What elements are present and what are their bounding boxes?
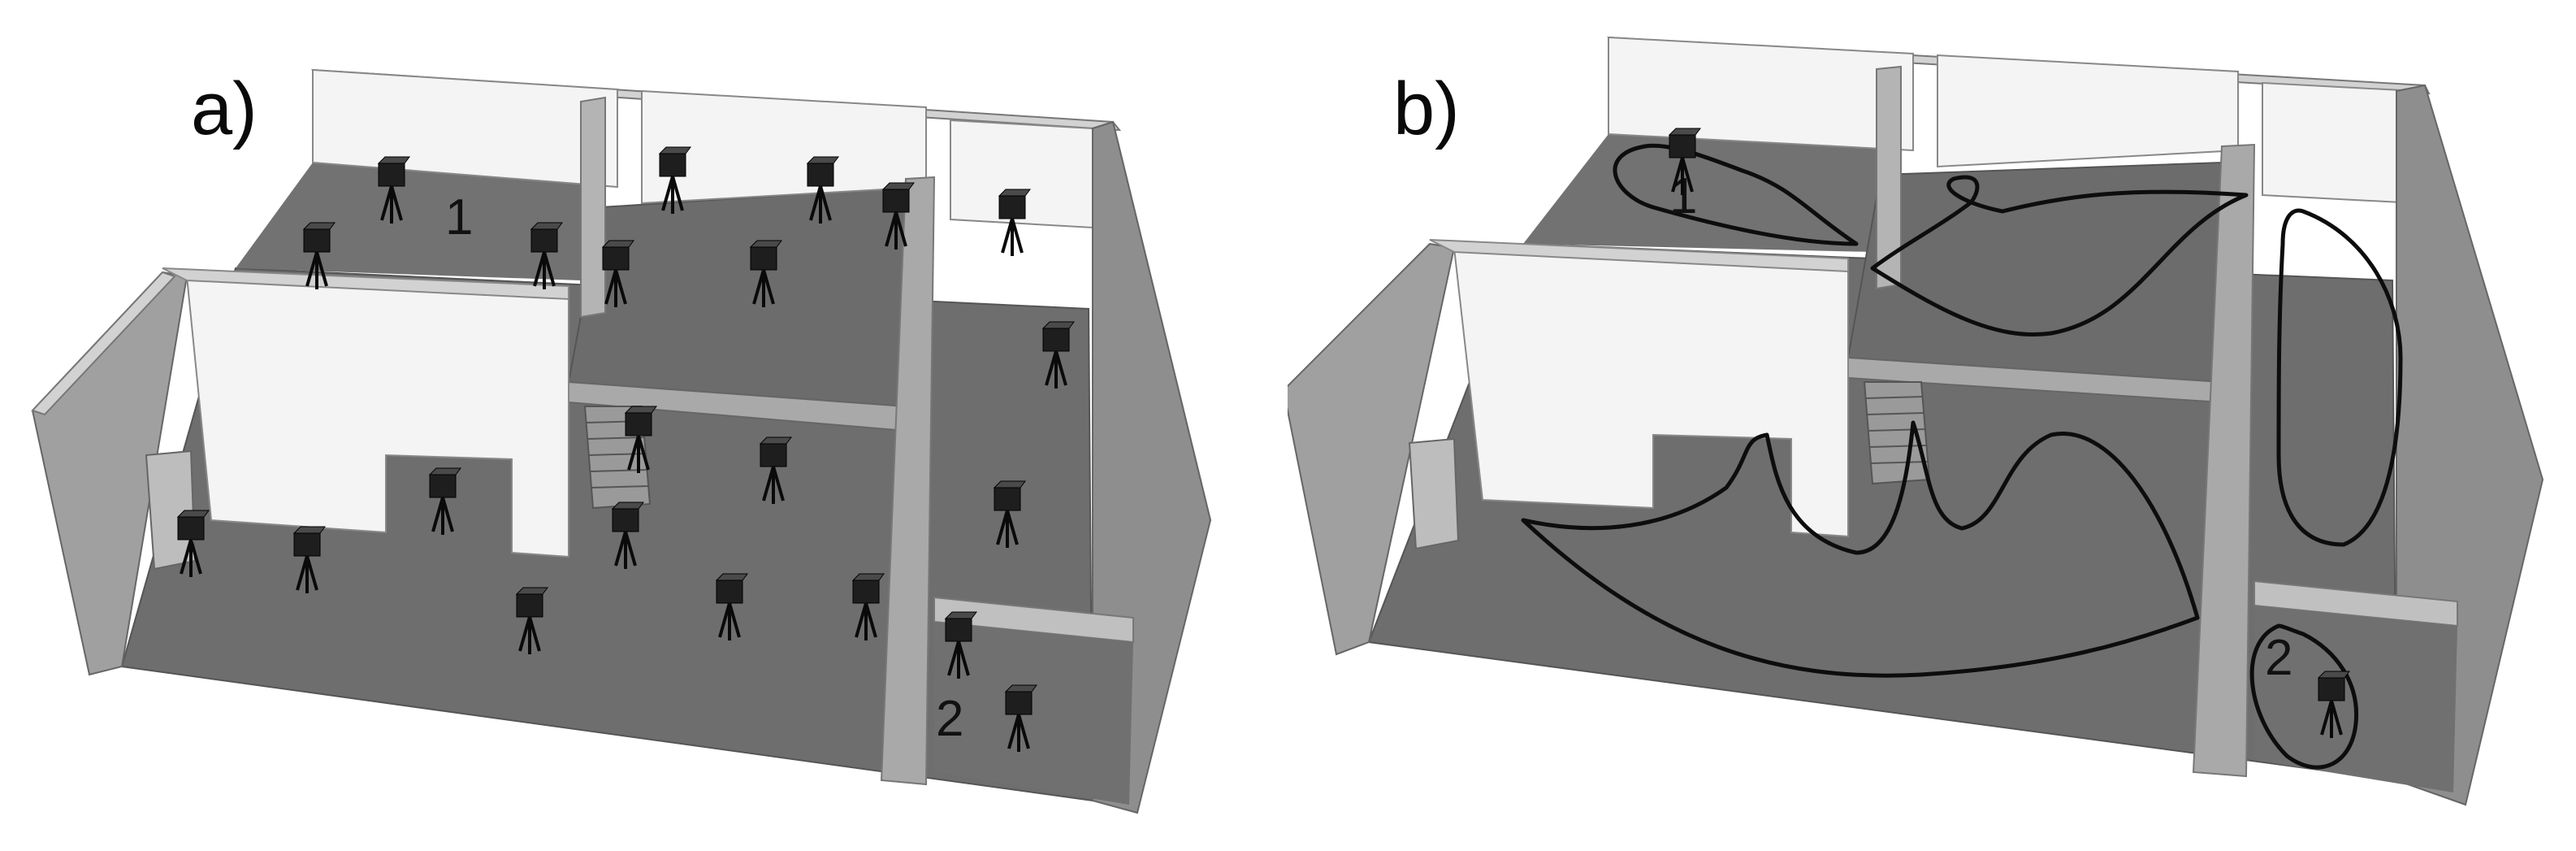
a-scanner-1 [377, 156, 410, 224]
front-wall-top [1429, 239, 1849, 273]
trajectory-right-room [2276, 208, 2403, 547]
left-outer-wall-top [31, 271, 176, 416]
a-scanner-4 [881, 182, 915, 250]
trajectory-main-floor [1521, 420, 2200, 678]
a-scanner-21 [944, 611, 977, 679]
panel-a-static-scan-layout: 1 2 [31, 68, 1212, 814]
left-door-opening [1408, 437, 1460, 550]
front-wall [185, 275, 569, 558]
a-scanner-16 [292, 526, 326, 593]
panel-b-trajectory-layout: 1 2 [1288, 0, 2576, 851]
staircase [1863, 381, 1931, 485]
a-scanner-12 [759, 436, 792, 504]
scanner-stations-b [1668, 128, 2350, 738]
b-scanner-1 [1668, 128, 1701, 195]
a-scanner-20 [851, 573, 885, 640]
front-wall [1453, 246, 1849, 538]
a-scanner-9 [749, 240, 782, 307]
room-label-2-b: 2 [2265, 630, 2292, 686]
a-scanner-11 [624, 406, 657, 473]
a-scanner-15 [176, 510, 210, 577]
trajectory-mezzanine [1870, 175, 2249, 336]
a-scanner-18 [515, 587, 548, 654]
trajectory-paths [1521, 143, 2403, 770]
back-wall-middle [1937, 54, 2239, 168]
a-scanner-2 [658, 146, 691, 214]
partition-wall-right-vertical [2192, 143, 2256, 778]
panel-b-label: b) [1393, 67, 1460, 150]
a-scanner-17 [611, 501, 644, 569]
partition-wall-right-vertical [880, 176, 936, 786]
a-scanner-6 [302, 222, 336, 289]
a-scanner-14 [993, 480, 1026, 548]
a-scanner-8 [601, 240, 634, 307]
a-scanner-19 [715, 573, 748, 640]
building-model-a: 1 2 [31, 68, 1212, 814]
a-scanner-22 [1004, 684, 1037, 752]
trajectory-room-2 [2249, 623, 2359, 770]
a-scanner-3 [806, 156, 839, 224]
a-scanner-10 [1041, 321, 1075, 389]
building-model-b: 1 2 [1288, 36, 2544, 806]
trajectory-room-1 [1613, 143, 1859, 246]
partition-wall-1 [580, 96, 606, 319]
room-2-floor [934, 622, 1133, 805]
back-wall-left [1608, 36, 1914, 152]
panel-a-label: a) [191, 67, 258, 150]
room-label-2-a: 2 [936, 691, 963, 747]
room-label-1-a: 1 [445, 189, 473, 245]
back-wall-right [2262, 81, 2418, 205]
upper-floor-room-1 [1523, 134, 1881, 252]
a-scanner-7 [530, 222, 563, 289]
b-scanner-2 [2317, 671, 2350, 738]
mezzanine-floor [567, 185, 916, 408]
front-wall-top [162, 267, 569, 301]
mezzanine-floor [1846, 161, 2223, 384]
scanner-stations-a [176, 146, 1075, 752]
a-scanner-5 [998, 189, 1031, 256]
a-scanner-13 [428, 467, 461, 535]
